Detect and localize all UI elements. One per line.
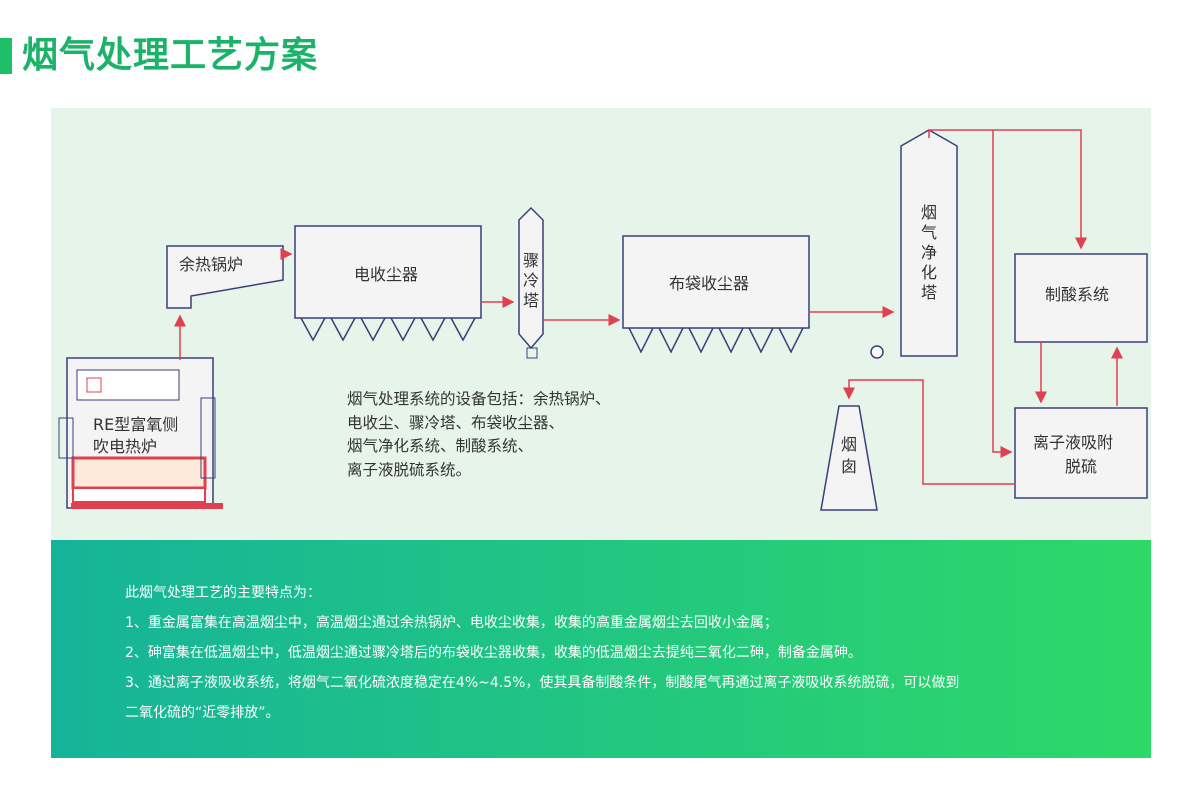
- chimney-label-2: 囱: [841, 457, 857, 476]
- purify-label-1: 烟: [921, 203, 937, 222]
- process-flow-svg: RE型富氧侧 吹电热炉 余热锅炉 电收尘器 骤 冷 塔: [58, 129, 1148, 511]
- ion-label-1: 离子液吸附: [1033, 433, 1113, 452]
- flow-purify-to-ion: [992, 130, 1013, 458]
- acid-label: 制酸系统: [1045, 285, 1109, 304]
- electrostatic-precipitator: 电收尘器: [294, 225, 482, 342]
- flow-purify-to-acid: [928, 129, 1087, 250]
- features-heading: 此烟气处理工艺的主要特点为：: [125, 585, 321, 601]
- furnace: RE型富氧侧 吹电热炉: [58, 357, 223, 509]
- description-line: 电收尘、骤冷塔、布袋收尘器、: [347, 413, 565, 432]
- flow-ion-to-chimney: [843, 379, 1015, 485]
- waste-heat-boiler: 余热锅炉: [166, 245, 284, 309]
- quench-tower: 骤 冷 塔: [518, 206, 544, 359]
- feature-item: 1、重金属富集在高温烟尘中，高温烟尘通过余热锅炉、电收尘收集，收集的高重金属烟尘…: [125, 615, 778, 631]
- acid-system: 制酸系统: [1014, 253, 1148, 343]
- description-line: 烟气净化系统、制酸系统、: [347, 437, 534, 455]
- bag-filter: 布袋收尘器: [622, 235, 810, 354]
- chimney-label-1: 烟: [841, 435, 857, 454]
- page-title: 烟气处理工艺方案: [22, 35, 319, 76]
- bag-filter-label: 布袋收尘器: [669, 274, 749, 293]
- chimney: 烟 囱: [820, 405, 878, 511]
- ion-desulfurization: 离子液吸附 脱硫: [1014, 407, 1148, 499]
- purification-tower: 烟 气 净 化 塔: [870, 129, 958, 359]
- title-accent-bar: [0, 38, 12, 74]
- purify-label-4: 化: [921, 263, 937, 282]
- boiler-label: 余热锅炉: [179, 255, 243, 274]
- feature-item: 3、通过离子液吸收系统，将烟气二氧化硫浓度稳定在4%~4.5%，使其具备制酸条件…: [125, 675, 960, 691]
- esp-label: 电收尘器: [354, 265, 418, 284]
- ion-label-2: 脱硫: [1065, 457, 1097, 476]
- purify-label-5: 塔: [921, 283, 937, 302]
- process-diagram: RE型富氧侧 吹电热炉 余热锅炉 电收尘器 骤 冷 塔: [51, 108, 1151, 540]
- quench-label-3: 塔: [523, 291, 539, 310]
- feature-item: 2、砷富集在低温烟尘中，低温烟尘通过骤冷塔后的布袋收尘器收集，收集的低温烟尘去提…: [125, 645, 862, 661]
- furnace-label-line1: RE型富氧侧: [93, 415, 178, 434]
- furnace-label-line2: 吹电热炉: [93, 437, 157, 456]
- description-line: 烟气处理系统的设备包括：余热锅炉、: [347, 390, 611, 408]
- feature-item: 二氧化硫的“近零排放”。: [125, 705, 280, 721]
- quench-label-2: 冷: [523, 271, 539, 290]
- quench-label-1: 骤: [523, 251, 539, 270]
- purify-label-3: 净: [921, 243, 937, 262]
- equipment-description: 烟气处理系统的设备包括：余热锅炉、 电收尘、骤冷塔、布袋收尘器、 烟气净化系统、…: [347, 388, 611, 482]
- features-panel: 此烟气处理工艺的主要特点为： 1、重金属富集在高温烟尘中，高温烟尘通过余热锅炉、…: [51, 540, 1151, 758]
- description-line: 离子液脱硫系统。: [347, 460, 472, 479]
- purify-label-2: 气: [921, 223, 937, 242]
